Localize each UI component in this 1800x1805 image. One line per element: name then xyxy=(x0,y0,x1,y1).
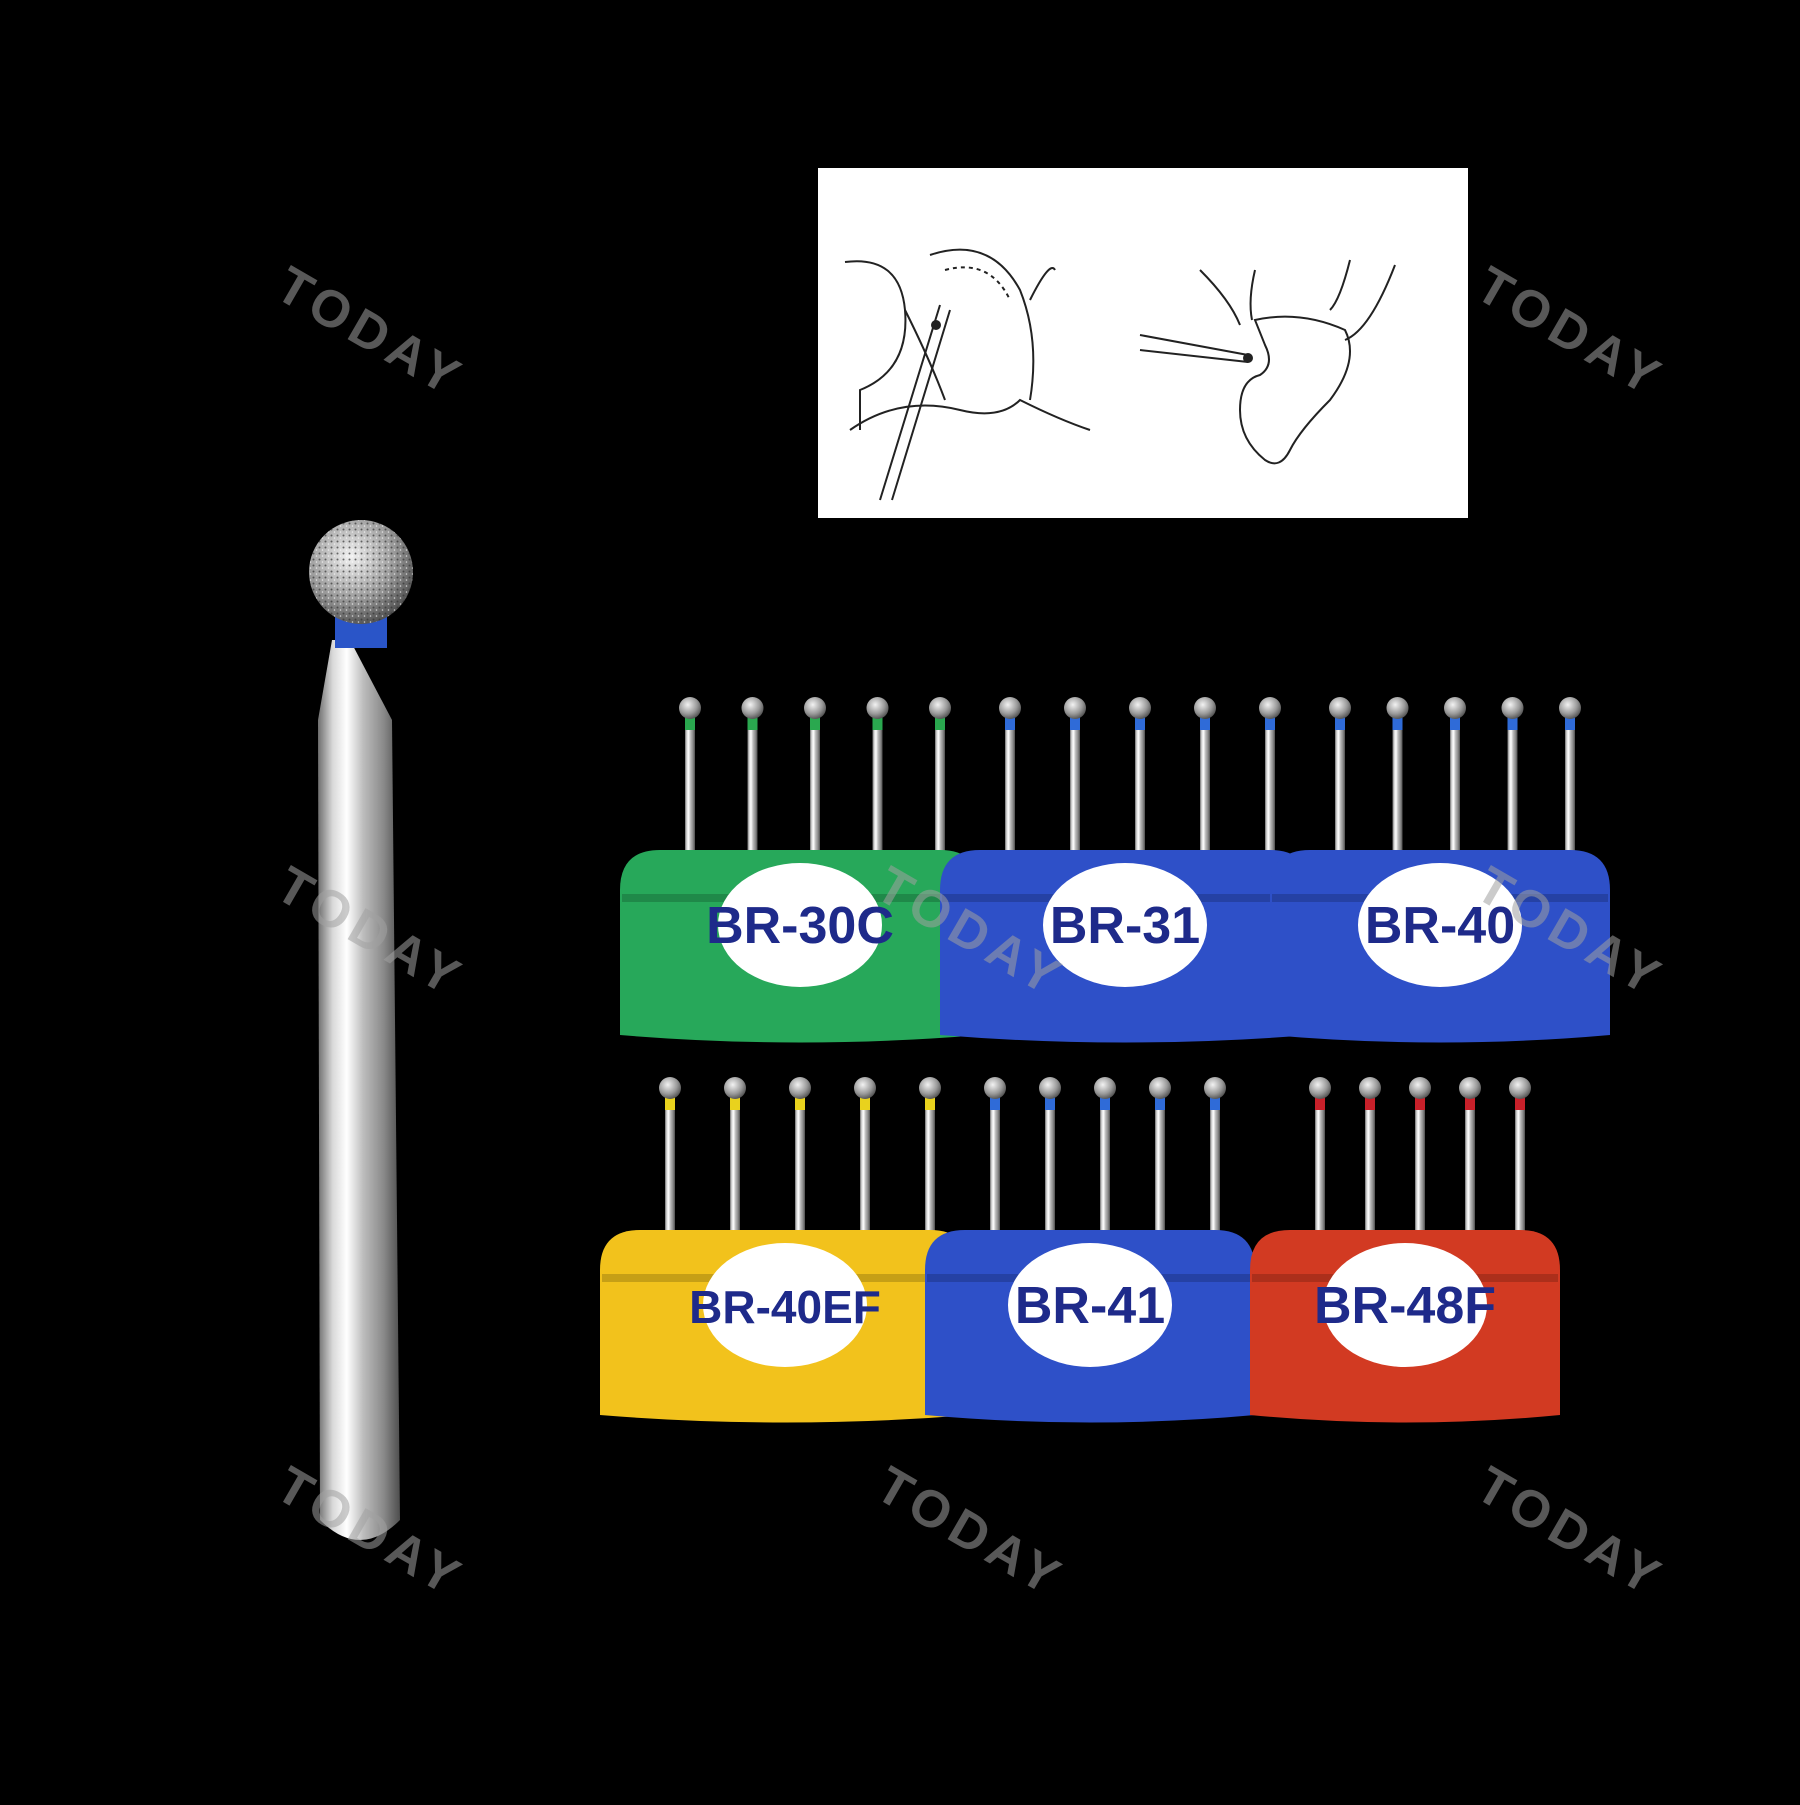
bur xyxy=(1409,1077,1431,1238)
bur xyxy=(1444,697,1466,858)
bur xyxy=(1259,697,1281,858)
bur xyxy=(1204,1077,1226,1238)
diagram-panel xyxy=(818,168,1468,518)
label-oval xyxy=(1323,1243,1487,1367)
bur xyxy=(919,1077,941,1238)
bur xyxy=(741,697,764,858)
holder-label: BR-30C xyxy=(706,897,894,955)
bur xyxy=(854,1077,876,1238)
bur xyxy=(984,1077,1006,1238)
label-oval xyxy=(703,1243,867,1367)
bur xyxy=(1129,697,1151,858)
holder-br-31: BR-31 xyxy=(940,697,1310,1043)
bur xyxy=(724,1077,746,1238)
bur xyxy=(1459,1077,1481,1238)
holder-label: BR-48F xyxy=(1314,1277,1496,1335)
bur xyxy=(1094,1077,1116,1238)
bur xyxy=(1309,1077,1331,1238)
bur xyxy=(789,1077,811,1238)
bur xyxy=(804,697,826,858)
holder-br-40ef: BR-40EF xyxy=(600,1077,970,1423)
bur xyxy=(659,1077,681,1238)
bur xyxy=(1149,1077,1171,1238)
bur xyxy=(1194,697,1216,858)
label-oval xyxy=(1358,863,1522,987)
bur xyxy=(1039,1077,1061,1238)
bur xyxy=(679,697,701,858)
holder-br-48f: BR-48F xyxy=(1250,1077,1560,1423)
label-oval xyxy=(1008,1243,1172,1367)
bur xyxy=(866,697,889,858)
bur xyxy=(1329,697,1351,858)
holder-label: BR-40EF xyxy=(689,1281,881,1333)
holder-br-41: BR-41 xyxy=(925,1077,1255,1423)
bur xyxy=(929,697,951,858)
bur xyxy=(1559,697,1581,858)
bur xyxy=(999,697,1021,858)
holder-br-40: BR-40 xyxy=(1270,697,1610,1043)
label-oval xyxy=(718,863,882,987)
large-bur xyxy=(309,520,413,1540)
bur xyxy=(1509,1077,1531,1238)
holder-br-30c: BR-30C xyxy=(620,697,980,1043)
bur xyxy=(1064,697,1086,858)
bur xyxy=(1501,697,1524,858)
bur xyxy=(1386,697,1409,858)
bur xyxy=(1359,1077,1381,1238)
holder-label: BR-41 xyxy=(1015,1277,1165,1335)
label-oval xyxy=(1043,863,1207,987)
holder-label: BR-31 xyxy=(1050,897,1200,955)
holder-label: BR-40 xyxy=(1365,897,1515,955)
